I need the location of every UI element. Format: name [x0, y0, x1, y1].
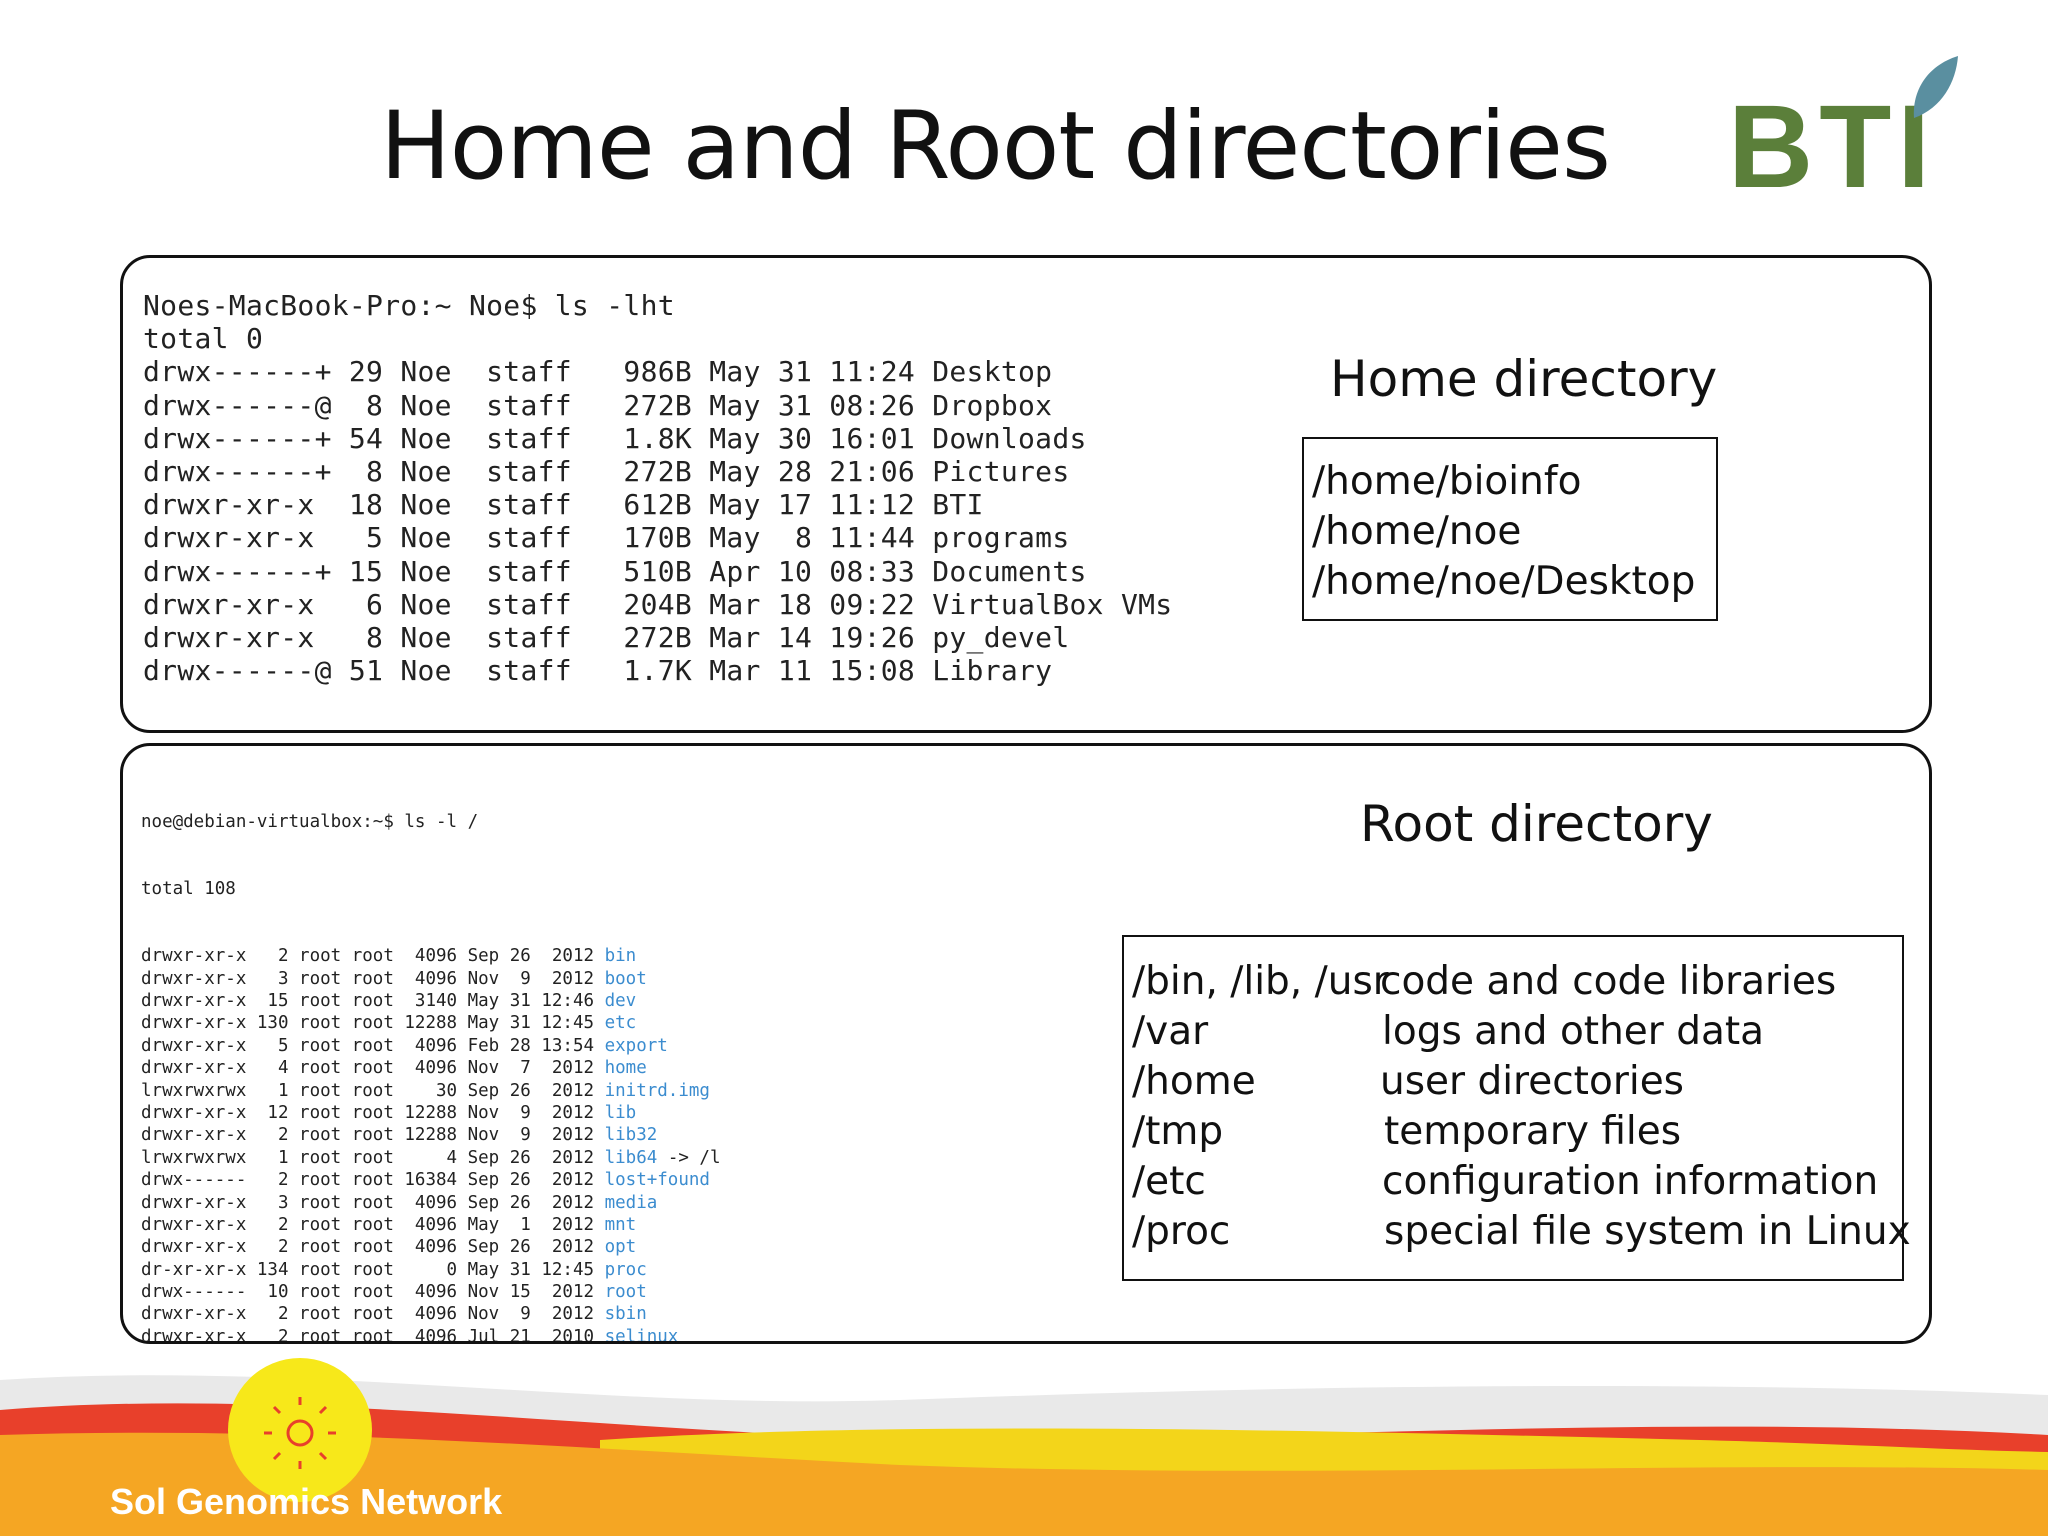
terminal-row: lrwxrwxrwx 1 root root 4 Sep 26 2012 lib…: [141, 1147, 721, 1169]
root-dir-description: configuration information: [1382, 1159, 1879, 1204]
file-name: dev: [604, 991, 637, 1011]
file-name: media: [604, 1192, 658, 1213]
footer-wave-decoration: [0, 1375, 2048, 1536]
terminal-row: drwx------@ 8 Noe staff 272B May 31 08:2…: [143, 388, 1053, 422]
sun-icon: [228, 1358, 372, 1502]
bti-logo: BTI: [1728, 52, 1988, 206]
file-name: proc: [604, 1259, 647, 1280]
file-meta: drwxr-xr-x 2 root root 12288 Nov 9 2012: [141, 1125, 605, 1146]
home-path: /home/noe: [1312, 509, 1522, 554]
home-path: /home/bioinfo: [1312, 459, 1582, 504]
terminal-row: dr-xr-xr-x 134 root root 0 May 31 12:45 …: [141, 1259, 721, 1281]
terminal-row: drwxr-xr-x 3 root root 4096 Sep 26 2012 …: [141, 1192, 721, 1214]
terminal-prompt: Noes-MacBook-Pro:~ Noe$ ls -lht: [143, 289, 675, 322]
terminal-row: drwxr-xr-x 2 root root 4096 Sep 26 2012 …: [141, 1236, 721, 1258]
root-terminal-output: noe@debian-virtualbox:~$ ls -l / total 1…: [141, 766, 721, 1344]
terminal-row: drwxr-xr-x 8 Noe staff 272B Mar 14 19:26…: [143, 621, 1070, 655]
file-name: sbin: [604, 1304, 647, 1325]
terminal-row: drwxr-xr-x 4 root root 4096 Nov 7 2012 h…: [141, 1057, 721, 1079]
file-meta: drwxr-xr-x 2 root root 4096 Nov 9 2012: [141, 1304, 605, 1325]
home-directory-label: Home directory: [1330, 350, 1718, 408]
root-dir-path: /bin, /lib, /usr: [1132, 959, 1389, 1004]
terminal-row: drwxr-xr-x 2 root root 4096 Nov 9 2012 s…: [141, 1303, 721, 1325]
terminal-row: drwxr-xr-x 130 root root 12288 May 31 12…: [141, 1012, 721, 1034]
file-meta: lrwxrwxrwx 1 root root 30 Sep 26 2012: [141, 1080, 605, 1101]
file-meta: drwxr-xr-x 4 root root 4096 Nov 7 2012: [141, 1058, 605, 1079]
file-name: home: [604, 1058, 647, 1079]
terminal-row: drwxr-xr-x 2 root root 4096 Sep 26 2012 …: [141, 945, 721, 967]
file-meta: drwxr-xr-x 2 root root 4096 Sep 26 2012: [141, 1237, 605, 1258]
terminal-row: drwxr-xr-x 6 Noe staff 204B Mar 18 09:22…: [143, 587, 1173, 621]
terminal-row: drwxr-xr-x 2 root root 12288 Nov 9 2012 …: [141, 1124, 721, 1146]
terminal-row: drwx------@ 51 Noe staff 1.7K Mar 11 15:…: [143, 654, 1053, 688]
terminal-row: drwx------ 10 root root 4096 Nov 15 2012…: [141, 1281, 721, 1303]
terminal-row: drwxr-xr-x 5 Noe staff 170B May 8 11:44 …: [143, 521, 1070, 555]
file-name: selinux: [604, 1326, 679, 1344]
file-meta: lrwxrwxrwx 1 root root 4 Sep 26 2012: [141, 1147, 605, 1168]
file-name: bin: [604, 946, 637, 967]
terminal-row: drwx------ 2 root root 16384 Sep 26 2012…: [141, 1169, 721, 1191]
file-name: lib32: [604, 1125, 658, 1146]
root-directory-label: Root directory: [1360, 795, 1713, 853]
file-meta: drwxr-xr-x 2 root root 4096 Sep 26 2012: [141, 946, 605, 967]
file-meta: drwxr-xr-x 15 root root 3140 May 31 12:4…: [141, 991, 605, 1011]
footer-brand-text: Sol Genomics Network: [110, 1481, 503, 1522]
terminal-row: drwxr-xr-x 12 root root 12288 Nov 9 2012…: [141, 1102, 721, 1124]
file-name: lib64: [604, 1147, 658, 1168]
terminal-row: drwxr-xr-x 2 root root 4096 Jul 21 2010 …: [141, 1326, 721, 1344]
home-path: /home/noe/Desktop: [1312, 559, 1696, 604]
file-meta: dr-xr-xr-x 134 root root 0 May 31 12:45: [141, 1259, 605, 1280]
terminal-row: drwx------+ 8 Noe staff 272B May 28 21:0…: [143, 455, 1070, 489]
file-name: export: [604, 1035, 668, 1056]
root-dir-path: /etc: [1132, 1159, 1206, 1204]
root-dir-path: /var: [1132, 1009, 1209, 1054]
terminal-row: lrwxrwxrwx 1 root root 30 Sep 26 2012 in…: [141, 1080, 721, 1102]
file-name: boot: [604, 968, 647, 989]
terminal-row: drwxr-xr-x 3 root root 4096 Nov 9 2012 b…: [141, 968, 721, 990]
file-meta: drwxr-xr-x 5 root root 4096 Feb 28 13:54: [141, 1035, 605, 1056]
root-dir-path: /home: [1132, 1059, 1256, 1104]
root-dir-description: temporary files: [1384, 1109, 1682, 1154]
slide-title: Home and Root directories: [380, 92, 1611, 201]
root-dir-description: user directories: [1380, 1059, 1685, 1104]
terminal-row: drwxr-xr-x 15 root root 3140 May 31 12:4…: [141, 990, 721, 1012]
file-meta: drwxr-xr-x 12 root root 12288 Nov 9 2012: [141, 1102, 605, 1123]
file-meta: drwxr-xr-x 3 root root 4096 Sep 26 2012: [141, 1192, 605, 1213]
root-dir-path: /tmp: [1132, 1109, 1224, 1154]
terminal-row: drwx------+ 54 Noe staff 1.8K May 30 16:…: [143, 421, 1087, 455]
terminal-row: drwxr-xr-x 18 Noe staff 612B May 17 11:1…: [143, 488, 984, 522]
terminal-total: total 0: [143, 322, 264, 356]
terminal-row: drwxr-xr-x 2 root root 4096 May 1 2012 m…: [141, 1214, 721, 1236]
terminal-prompt: noe@debian-virtualbox:~$ ls -l /: [141, 811, 479, 832]
terminal-row: drwx------+ 15 Noe staff 510B Apr 10 08:…: [143, 554, 1087, 588]
terminal-total: total 108: [141, 879, 236, 900]
file-name: mnt: [604, 1214, 637, 1235]
symlink-target: -> /l: [657, 1147, 721, 1168]
bti-logo-text: BTI: [1728, 81, 1937, 213]
file-name: opt: [604, 1237, 637, 1258]
root-dir-description: logs and other data: [1382, 1009, 1765, 1054]
leaf-icon: [1913, 56, 1958, 118]
file-name: root: [604, 1282, 647, 1303]
file-meta: drwxr-xr-x 3 root root 4096 Nov 9 2012: [141, 968, 605, 989]
file-name: initrd.img: [604, 1080, 710, 1101]
root-dir-path: /proc: [1132, 1209, 1231, 1254]
root-dir-description: special file system in Linux: [1384, 1209, 1911, 1254]
file-name: etc: [604, 1013, 637, 1034]
terminal-row: drwx------+ 29 Noe staff 986B May 31 11:…: [143, 355, 1053, 389]
home-paths-box: /home/bioinfo /home/noe /home/noe/Deskto…: [1302, 437, 1718, 621]
file-name: lib: [604, 1102, 637, 1123]
file-meta: drwxr-xr-x 2 root root 4096 Jul 21 2010: [141, 1326, 605, 1344]
file-meta: drwx------ 2 root root 16384 Sep 26 2012: [141, 1170, 605, 1191]
file-name: lost+found: [604, 1170, 710, 1191]
root-dir-description: code and code libraries: [1380, 959, 1837, 1004]
file-meta: drwxr-xr-x 2 root root 4096 May 1 2012: [141, 1214, 605, 1235]
file-meta: drwxr-xr-x 130 root root 12288 May 31 12…: [141, 1013, 605, 1034]
file-meta: drwx------ 10 root root 4096 Nov 15 2012: [141, 1282, 605, 1303]
terminal-row: drwxr-xr-x 5 root root 4096 Feb 28 13:54…: [141, 1035, 721, 1057]
